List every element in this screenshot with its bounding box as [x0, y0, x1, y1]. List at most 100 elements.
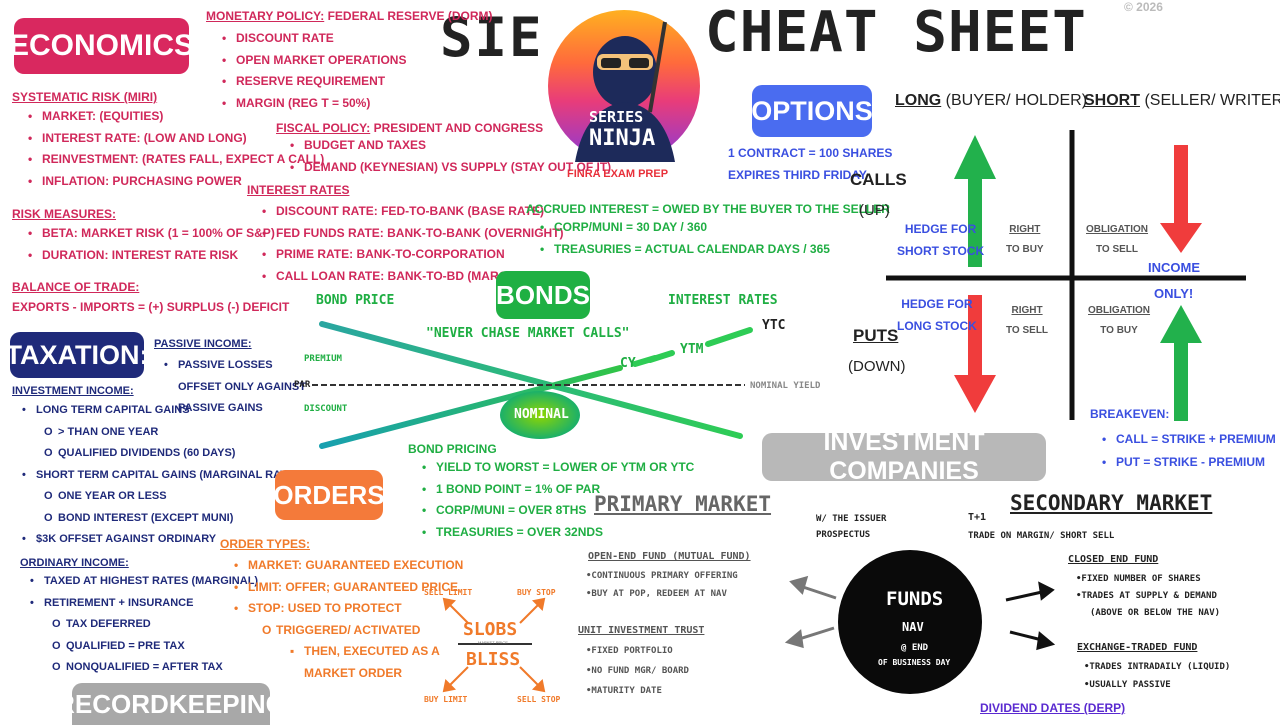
systematic-list: •MARKET: (EQUITIES) •INTEREST RATE: (LOW…: [28, 106, 324, 192]
list-item: oQUALIFIED = PRE TAX: [52, 639, 185, 652]
list-item: •TREASURIES = OVER 32NDS: [422, 524, 604, 539]
accrued-list: •CORP/MUNI = 30 DAY / 360 •TREASURIES = …: [540, 217, 830, 260]
short-label: SHORT: [1084, 92, 1140, 109]
list-item: •INFLATION: PURCHASING POWER: [28, 173, 242, 188]
long-put-arrow: [954, 295, 996, 413]
fiscal-policy-rest: PRESIDENT AND CONGRESS: [370, 121, 544, 135]
uit-title: UNIT INVESTMENT TRUST: [578, 625, 705, 636]
taxation-header: TAXATION:: [6, 332, 149, 378]
long-call-arrow: [954, 135, 996, 267]
list-item: oTRIGGERED/ ACTIVATED: [262, 622, 421, 637]
list-item: •LIMIT: OFFER; GUARANTEED PRICE: [234, 579, 458, 594]
primary-market-label: PRIMARY MARKET: [594, 492, 772, 516]
sell-limit-label: SELL LIMIT: [424, 588, 473, 597]
open-end-fund-title: OPEN-END FUND (MUTUAL FUND): [588, 551, 751, 562]
list-item: •CALL = STRIKE + PREMIUM: [1102, 432, 1276, 446]
options-header: OPTIONS: [751, 85, 873, 137]
short-put-arrow: [1160, 305, 1202, 421]
interest-rates-list: •DISCOUNT RATE: FED-TO-BANK (BASE RATE) …: [262, 201, 564, 287]
list-item: •DISCOUNT RATE: [222, 31, 334, 45]
hedge-short-stock: HEDGE FOR SHORT STOCK: [897, 218, 984, 262]
bond-pricing-list: •YIELD TO WORST = LOWER OF YTM OR YTC •1…: [422, 457, 694, 543]
list-item: •FIXED PORTFOLIO: [586, 646, 673, 656]
sell-stop-label: SELL STOP: [517, 695, 561, 704]
list-item: oNONQUALIFIED = AFTER TAX: [52, 661, 223, 673]
funds-circle: [838, 550, 982, 694]
to-sell-label: TO SELL: [1095, 244, 1139, 255]
list-item: •REINVESTMENT: (RATES FALL, EXPECT A CAL…: [28, 152, 325, 166]
ytm-segment: [647, 350, 675, 363]
to-buy-label: TO BUY: [1006, 244, 1044, 255]
monetary-policy-rest: FEDERAL RESERVE (DORM): [324, 9, 493, 23]
list-item: •USUALLY PASSIVE: [1084, 680, 1171, 690]
slobs-bliss-diagram: [442, 597, 546, 693]
copyright: © 2026: [1124, 0, 1163, 14]
with-issuer-note: W/ THE ISSUER PROSPECTUS: [816, 511, 886, 543]
obligation-label: OBLIGATION: [1088, 305, 1151, 316]
of-business-day-label: OF BUSINESS DAY: [878, 658, 951, 667]
hedge-long-line2: LONG STOCK: [897, 319, 977, 333]
short-rest: (SELLER/ WRITER): [1140, 92, 1280, 109]
bond-price-label: BOND PRICE: [316, 293, 395, 308]
passive-income-list: •PASSIVE LOSSES OFFSET ONLY AGAINST PASS…: [164, 355, 306, 420]
bond-price-line: [319, 321, 743, 439]
list-item: •OPEN MARKET OPERATIONS: [222, 52, 407, 67]
monetary-list: •DISCOUNT RATE •OPEN MARKET OPERATIONS •…: [222, 28, 406, 114]
slobs-label: SLOBS: [463, 619, 518, 640]
list-item: •TRADES INTRADAILY (LIQUID): [1084, 662, 1231, 672]
secondary-market-label: SECONDARY MARKET: [1010, 491, 1213, 515]
ordinary-income-list: •TAXED AT HIGHEST RATES (MARGINAL) •RETI…: [30, 571, 258, 679]
list-item: •BUDGET AND TAXES: [290, 138, 427, 152]
investment-income-title: INVESTMENT INCOME:: [12, 385, 134, 397]
interest-rates-title: INTEREST RATES: [247, 183, 350, 197]
nominal-yield-label: NOMINAL YIELD: [750, 381, 821, 391]
only-label: ONLY!: [1154, 286, 1194, 301]
list-item: •NO FUND MGR/ BOARD: [586, 666, 689, 676]
options-quadrant: [886, 130, 1246, 421]
nav-label: NAV: [902, 620, 924, 634]
list-item: •$3K OFFSET AGAINST ORDINARY: [22, 533, 217, 545]
series-ninja-logo: SERIES NINJA FINRA EXAM PREP: [545, 2, 705, 182]
risk-measures-title: RISK MEASURES:: [12, 207, 117, 221]
list-item: •LONG TERM CAPITAL GAINS: [22, 404, 190, 416]
buy-stop-label: BUY STOP: [517, 588, 556, 597]
mnemonic: "NEVER CHASE MARKET CALLS": [426, 326, 630, 341]
systematic-risk-title: SYSTEMATIC RISK (MIRI): [12, 90, 158, 104]
closed-end-title: CLOSED END FUND: [1068, 554, 1159, 565]
right-label: RIGHT: [1009, 224, 1041, 235]
par-label: PAR: [294, 380, 311, 390]
ytc-segment: [705, 327, 753, 347]
order-types-list: •MARKET: GUARANTEED EXECUTION •LIMIT: OF…: [234, 555, 463, 684]
nominal-label: NOMINAL: [514, 407, 569, 422]
logo-tagline: FINRA EXAM PREP: [567, 168, 669, 180]
discount-label: DISCOUNT: [304, 404, 348, 414]
to-buy-label: TO BUY: [1100, 325, 1138, 336]
recordkeeping-header: RECORDKEEPING: [56, 683, 286, 725]
short-call-arrow: [1160, 145, 1202, 253]
list-item: •MARKET: GUARANTEED EXECUTION: [234, 558, 464, 572]
short-put-obligation: OBLIGATION TO BUY: [1088, 301, 1150, 341]
fiscal-policy-label: FISCAL POLICY:: [276, 121, 371, 135]
monetary-policy-title: MONETARY POLICY: FEDERAL RESERVE (DORM): [206, 6, 492, 28]
title-cheat-sheet: CHEAT SHEET: [705, 0, 1087, 65]
passive-income-title: PASSIVE INCOME:: [154, 338, 252, 350]
dividend-dates-link[interactable]: DIVIDEND DATES (DERP): [980, 701, 1126, 715]
hedge-short-line2: SHORT STOCK: [897, 244, 985, 258]
title-sie: SIE: [440, 6, 544, 69]
bliss-label: BLISS: [466, 649, 521, 670]
short-call-obligation: OBLIGATION TO SELL: [1086, 220, 1148, 260]
list-item: •FIXED NUMBER OF SHARES: [1076, 574, 1201, 584]
list-item: •DISCOUNT RATE: FED-TO-BANK (BASE RATE): [262, 204, 544, 218]
down-label: (DOWN): [848, 358, 906, 375]
list-item: •CORP/MUNI = OVER 8THS: [422, 503, 587, 517]
monetary-policy-label: MONETARY POLICY:: [206, 9, 325, 23]
uit-list: •FIXED PORTFOLIO •NO FUND MGR/ BOARD •MA…: [586, 641, 689, 701]
list-item: oTAX DEFERRED: [52, 618, 151, 630]
hedge-long-line1: HEDGE FOR: [901, 297, 973, 311]
list-item: OFFSET ONLY AGAINST: [178, 380, 306, 393]
calls-label: CALLS: [850, 170, 907, 189]
hedge-long-stock: HEDGE FOR LONG STOCK: [897, 293, 977, 337]
list-item: MARKET ORDER: [304, 665, 402, 680]
list-item: •MARGIN (REG T = 50%): [222, 95, 371, 110]
list-item: •RETIREMENT + INSURANCE: [30, 596, 194, 609]
